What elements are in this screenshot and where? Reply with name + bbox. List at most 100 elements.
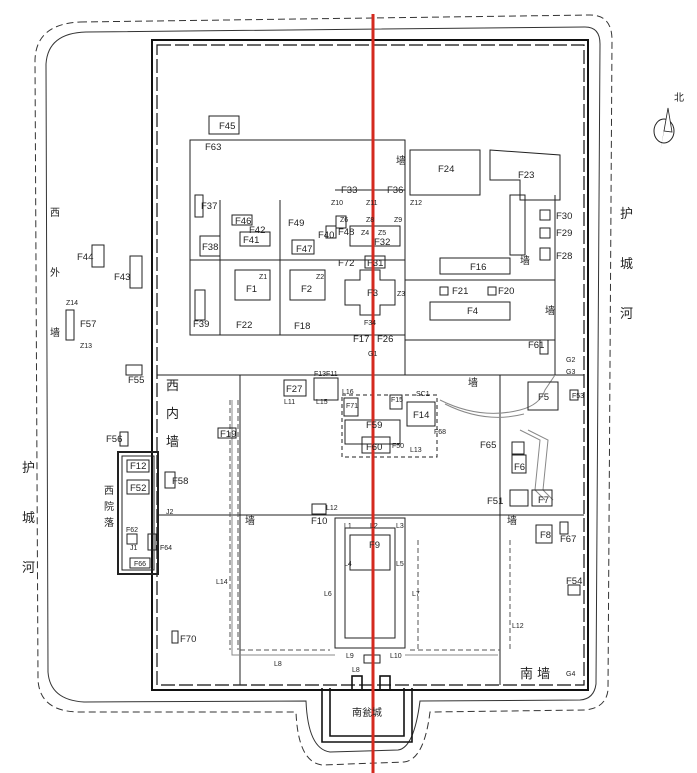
- dashed-walls: [229, 400, 511, 651]
- label-F13F11: F13F11: [314, 371, 338, 378]
- label-F67: F67: [560, 534, 576, 545]
- label-F70: F70: [180, 634, 196, 645]
- label-L13: L13: [410, 447, 422, 454]
- label-L9: L9: [346, 653, 354, 660]
- label-L2: L2: [370, 523, 378, 530]
- label-F62: F62: [126, 527, 138, 534]
- label-Z4: Z4: [361, 230, 369, 237]
- moat-right-1: 护: [620, 207, 633, 222]
- label-F57: F57: [80, 319, 96, 330]
- label-Z9: Z9: [394, 217, 402, 224]
- label-F43: F43: [114, 272, 130, 283]
- label-Z6: Z6: [340, 217, 348, 224]
- south-weng-label: 南瓮城: [352, 706, 382, 719]
- label-L5: L5: [396, 561, 404, 568]
- label-F18: F18: [294, 321, 310, 332]
- feature-labels: F45 F63 F37 F46 F42 F41 F38 F49 F47 F40 …: [66, 121, 584, 678]
- label-F44: F44: [77, 252, 93, 263]
- label-F39: F39: [193, 319, 209, 330]
- north-arrow-icon: 北: [653, 92, 684, 152]
- south-weng-city: [321, 675, 413, 743]
- label-F8: F8: [540, 530, 551, 541]
- label-Z3: Z3: [397, 291, 405, 298]
- west-outer-wall-1: 西: [50, 208, 60, 219]
- label-F21: F21: [452, 286, 468, 297]
- label-F55: F55: [128, 375, 144, 386]
- buildings: [65, 115, 581, 664]
- label-F1: F1: [246, 284, 257, 295]
- label-F65: F65: [480, 440, 496, 451]
- label-F47: F47: [296, 244, 312, 255]
- label-F29: F29: [556, 228, 572, 239]
- west-courtyard-2: 院: [104, 500, 114, 513]
- north-label: 北: [674, 92, 684, 104]
- label-G2: G2: [566, 357, 575, 364]
- label-F30: F30: [556, 211, 572, 222]
- wall-word-inner-east: 墙: [468, 376, 478, 389]
- label-F4: F4: [467, 306, 478, 317]
- west-inner-wall-3: 墙: [166, 435, 179, 450]
- label-F38: F38: [202, 242, 218, 253]
- west-outer-wall-2: 外: [50, 267, 60, 279]
- label-F36: F36: [387, 185, 403, 196]
- label-F42: F42: [249, 225, 265, 236]
- label-F15: F15: [391, 397, 403, 404]
- label-F23: F23: [518, 170, 534, 181]
- label-L10: L10: [390, 653, 402, 660]
- label-L8: L8: [274, 661, 282, 668]
- south-wall-label: 南 墙: [520, 666, 550, 682]
- moat-left-1: 护: [22, 461, 35, 476]
- label-F64: F64: [160, 545, 172, 552]
- label-L14: L14: [216, 579, 228, 586]
- west-outer-wall-3: 墙: [50, 326, 60, 339]
- label-F31: F31: [367, 258, 383, 269]
- label-L16: L16: [342, 389, 354, 396]
- label-F37: F37: [201, 201, 217, 212]
- west-inner-wall-1: 西: [166, 379, 179, 394]
- label-F60: F60: [366, 442, 382, 453]
- label-F26: F26: [377, 334, 393, 345]
- outer-moat: [34, 14, 613, 766]
- label-Z14: Z14: [66, 300, 78, 307]
- label-L8b: L8: [352, 667, 360, 674]
- west-courtyard-1: 西: [104, 486, 114, 497]
- label-F3: F3: [367, 288, 378, 299]
- label-Z8: Z8: [366, 217, 374, 224]
- label-F32: F32: [374, 237, 390, 248]
- label-F19: F19: [220, 429, 236, 440]
- label-F46: F46: [235, 216, 251, 227]
- label-F2: F2: [301, 284, 312, 295]
- wall-word-east-upper: 墙: [520, 254, 530, 267]
- label-L4: L4: [344, 561, 352, 568]
- label-F34: F34: [364, 320, 376, 327]
- label-Z1: Z1: [259, 274, 267, 281]
- moat-left-3: 河: [22, 561, 35, 576]
- label-F50: F50: [392, 443, 404, 450]
- label-F5: F5: [538, 392, 549, 403]
- label-F14: F14: [413, 410, 429, 421]
- label-L7: L7: [412, 591, 420, 598]
- label-F49: F49: [288, 218, 304, 229]
- label-Z13: Z13: [80, 343, 92, 350]
- roads: [231, 374, 556, 656]
- label-L11: L11: [284, 399, 295, 406]
- label-F6: F6: [514, 462, 525, 473]
- label-Z12: Z12: [410, 200, 422, 207]
- label-F24: F24: [438, 164, 454, 175]
- wall-word-west-lower: 墙: [245, 514, 255, 527]
- label-F16: F16: [470, 262, 486, 273]
- label-F71: F71: [346, 403, 358, 410]
- label-L12: L12: [326, 505, 338, 512]
- label-F58: F58: [172, 476, 188, 487]
- label-L3: L3: [396, 523, 404, 530]
- label-F40: F40: [318, 230, 334, 241]
- label-Z2: Z2: [316, 274, 324, 281]
- label-L15: L15: [316, 399, 328, 406]
- label-F22: F22: [236, 320, 252, 331]
- label-F61: F61: [528, 340, 544, 351]
- label-F33: F33: [341, 185, 357, 196]
- label-Z11: Z11: [366, 200, 378, 207]
- west-inner-wall-2: 内: [166, 406, 179, 422]
- label-F20: F20: [498, 286, 514, 297]
